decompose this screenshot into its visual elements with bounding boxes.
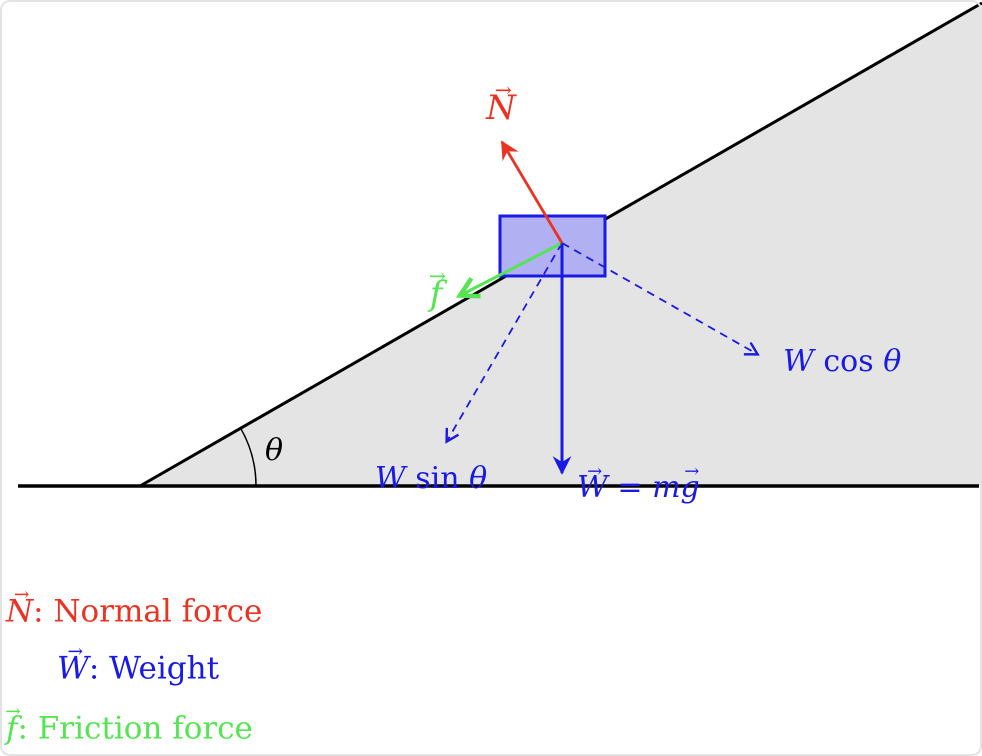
legend-item-normal-force: N: Normal force (6, 596, 262, 628)
legend-item-friction-force: f: Friction force (6, 713, 253, 745)
friction-force-label: f (430, 277, 443, 311)
weight-label: W = mg (577, 473, 700, 503)
weight-cos-component-label: W cos θ (783, 344, 902, 379)
weight-sin-component-label: W sin θ (374, 461, 488, 496)
weight-sin-component-arrow (445, 242, 563, 444)
normal-force-arrow (500, 140, 564, 244)
angle-arc (239, 427, 257, 487)
friction-force-arrow (461, 241, 563, 295)
legend-item-weight: W: Weight (57, 653, 219, 685)
normal-force-label: N (486, 91, 516, 125)
angle-label: θ (264, 433, 284, 468)
weight-cos-component-arrow (561, 242, 760, 356)
